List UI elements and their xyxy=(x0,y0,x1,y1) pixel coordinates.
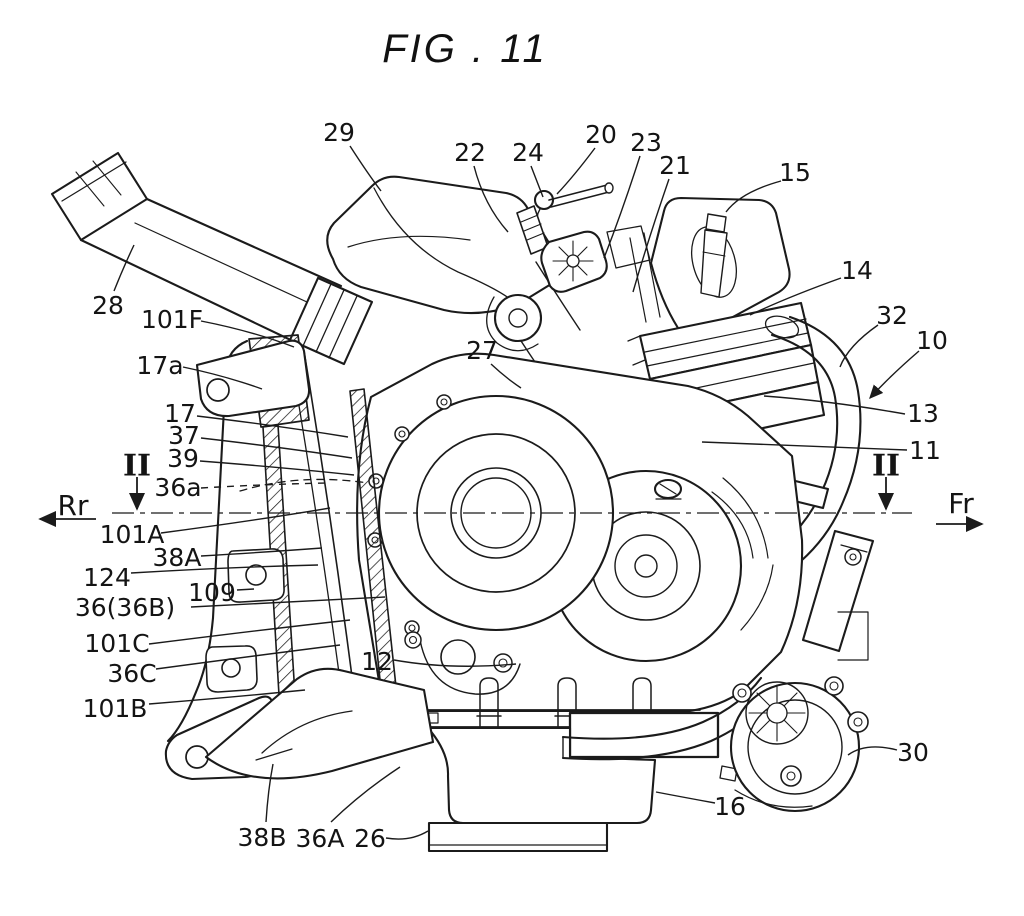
leader-line-109 xyxy=(236,588,255,591)
ref-label-109: 109 xyxy=(188,578,236,607)
ref-label-10: 10 xyxy=(916,326,948,355)
ref-label-26: 26 xyxy=(354,824,386,853)
ref-label-38A: 38A xyxy=(153,543,202,572)
leader-line-101B xyxy=(148,689,306,705)
figure-title: FIG . 11 xyxy=(382,27,548,71)
ref-label-24: 24 xyxy=(512,138,544,167)
oil-pan xyxy=(426,711,738,853)
leader-line-124 xyxy=(130,564,319,574)
intake-bellows xyxy=(288,276,374,366)
ref-label-39: 39 xyxy=(167,444,199,473)
leader-line-14 xyxy=(749,277,842,316)
drain-bolt xyxy=(719,765,738,782)
water-pump xyxy=(729,676,869,813)
cylinder-head-cover xyxy=(649,196,791,336)
ref-label-36a: 36a xyxy=(154,473,201,502)
leader-line-17a xyxy=(182,366,263,390)
ref-label-37: 37 xyxy=(168,421,200,450)
throttle-body xyxy=(486,182,661,352)
leader-line-36a xyxy=(200,482,331,489)
leader-line-26 xyxy=(385,830,429,840)
leader-line-101C xyxy=(148,619,351,645)
leader-line-12 xyxy=(393,659,517,667)
ref-label-32: 32 xyxy=(876,301,908,330)
ref-label-101F: 101F xyxy=(141,305,203,334)
ref-label-12: 12 xyxy=(361,647,393,676)
ref-label-101B: 101B xyxy=(83,694,148,723)
gasket-dashed-line xyxy=(239,478,369,492)
leader-line-20 xyxy=(556,147,596,195)
engine-mount-bracket xyxy=(204,667,435,780)
ref-label-28: 28 xyxy=(92,291,124,320)
leader-line-11 xyxy=(701,441,908,451)
ref-label-36(36B): 36(36B) xyxy=(75,593,175,622)
leader-line-15 xyxy=(725,180,782,213)
leader-line-36C xyxy=(155,644,341,670)
ref-label-101C: 101C xyxy=(84,629,149,658)
intake-duct xyxy=(50,151,343,345)
ref-label-16: 16 xyxy=(714,792,746,821)
case-flange xyxy=(399,677,701,728)
leader-line-22 xyxy=(473,165,509,233)
leader-line-29 xyxy=(349,145,382,192)
leader-line-36A xyxy=(330,766,401,823)
leader-line-17 xyxy=(196,415,349,438)
ref-label-11: 11 xyxy=(909,436,941,465)
ref-label-124: 124 xyxy=(83,563,131,592)
ref-label-13: 13 xyxy=(907,399,939,428)
leader-line-24 xyxy=(530,165,544,198)
ref-label-27: 27 xyxy=(466,336,498,365)
leader-line-28 xyxy=(113,244,135,292)
leader-line-32 xyxy=(839,324,879,368)
leader-line-30 xyxy=(847,746,898,756)
ref-label-20: 20 xyxy=(585,120,617,149)
ref-label-30: 30 xyxy=(897,738,929,767)
stay-bracket xyxy=(801,529,875,661)
ref-label-15: 15 xyxy=(779,158,811,187)
leader-line-13 xyxy=(763,395,906,415)
leader-line-10 xyxy=(869,350,920,400)
air-cleaner-box xyxy=(326,175,581,363)
ref-label-36A: 36A xyxy=(296,824,345,853)
rear-direction-label: Rr xyxy=(58,489,89,522)
ref-label-29: 29 xyxy=(323,118,355,147)
leader-line-101F xyxy=(200,320,295,348)
front-direction-label: Fr xyxy=(948,487,974,520)
ref-label-101A: 101A xyxy=(100,520,165,549)
leader-line-37 xyxy=(200,437,353,459)
ref-label-23: 23 xyxy=(630,128,662,157)
leader-line-21 xyxy=(632,178,670,293)
leader-line-38A xyxy=(200,547,323,557)
leader-line-27 xyxy=(490,363,522,389)
leader-line-38B xyxy=(265,763,274,823)
frame-member xyxy=(164,334,398,781)
leader-line-101A xyxy=(160,507,331,534)
leader-line-39 xyxy=(199,460,355,476)
leader-line-16 xyxy=(655,791,716,804)
leader-line-36(36B) xyxy=(190,596,386,608)
ref-label-14: 14 xyxy=(841,256,873,285)
ref-label-17a: 17a xyxy=(136,351,183,380)
ref-label-38B: 38B xyxy=(238,823,287,852)
ref-label-22: 22 xyxy=(454,138,486,167)
leader-line-23 xyxy=(603,155,641,259)
frame-bracket-top xyxy=(195,339,311,418)
ref-label-21: 21 xyxy=(659,151,691,180)
ref-label-17: 17 xyxy=(164,399,196,428)
ref-label-36C: 36C xyxy=(107,659,156,688)
